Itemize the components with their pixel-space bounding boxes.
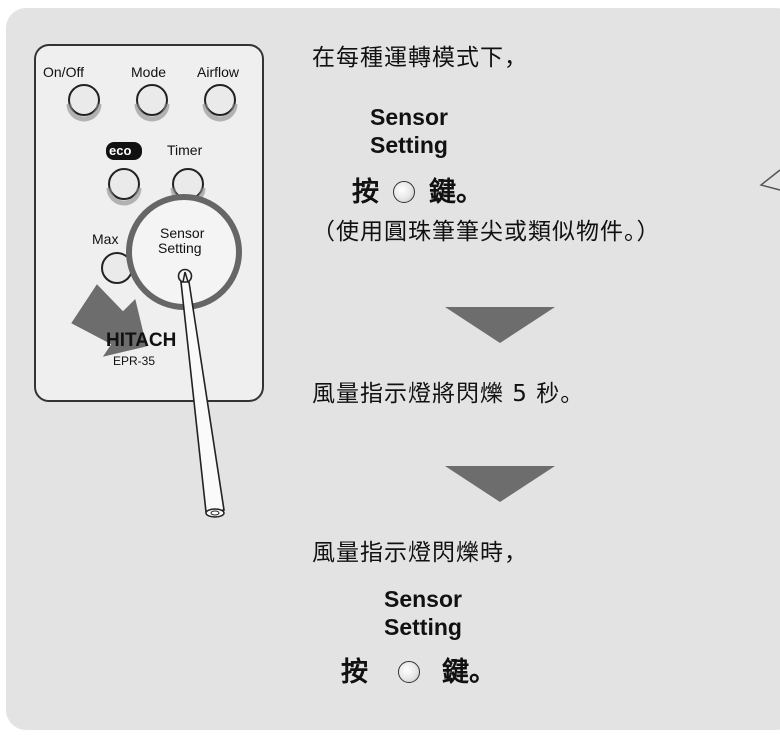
- step3-press-line: 按 鍵。: [341, 650, 496, 689]
- down-arrow-icon-2: [445, 466, 555, 502]
- step3-button-name-line1: Sensor: [384, 586, 462, 612]
- step3-button-name-line2: Setting: [384, 614, 462, 640]
- step1-press-line: 按 鍵。: [352, 170, 483, 209]
- step1-press-prefix: 按: [352, 177, 379, 208]
- pointer-arrow-icon: [71, 284, 147, 357]
- magnified-sensor-label: Sensor: [160, 225, 205, 241]
- sensor-setting-button-glyph-icon-2: [398, 661, 420, 683]
- eco-label: eco: [109, 143, 132, 158]
- step3-press-suffix: 鍵。: [442, 657, 496, 688]
- sensor-setting-button-icon: [177, 268, 193, 284]
- mode-button-icon: [136, 84, 168, 116]
- brand-label: HITACH: [106, 330, 177, 351]
- step3-press-prefix: 按: [341, 657, 368, 688]
- on-off-label: On/Off: [43, 64, 84, 80]
- step1-press-suffix: 鍵。: [429, 177, 483, 208]
- eco-button-icon: [108, 168, 140, 200]
- sensor-setting-button-glyph-icon: [393, 181, 415, 203]
- step1-button-name-line2: Setting: [370, 132, 448, 158]
- airflow-button-icon: [204, 84, 236, 116]
- max-label: Max: [92, 231, 119, 247]
- step3-intro: 風量指示燈閃爍時，: [312, 540, 528, 566]
- step2-text: 風量指示燈將閃爍 5 秒。: [312, 381, 585, 407]
- airflow-label: Airflow: [197, 64, 240, 80]
- mode-label: Mode: [131, 64, 167, 80]
- timer-label: Timer: [167, 142, 203, 158]
- callout-edge-icon: [759, 169, 780, 191]
- step1-button-name-line1: Sensor: [370, 104, 448, 130]
- model-label: EPR-35: [113, 354, 156, 368]
- down-arrow-icon-1: [445, 307, 555, 343]
- step1-intro: 在每種運轉模式下，: [312, 45, 528, 71]
- on-off-button-icon: [68, 84, 100, 116]
- eco-badge: [106, 142, 142, 160]
- step1-note: （使用圓珠筆筆尖或類似物件。）: [312, 219, 661, 245]
- magnified-setting-label: Setting: [158, 240, 202, 256]
- pen-icon: [180, 281, 225, 513]
